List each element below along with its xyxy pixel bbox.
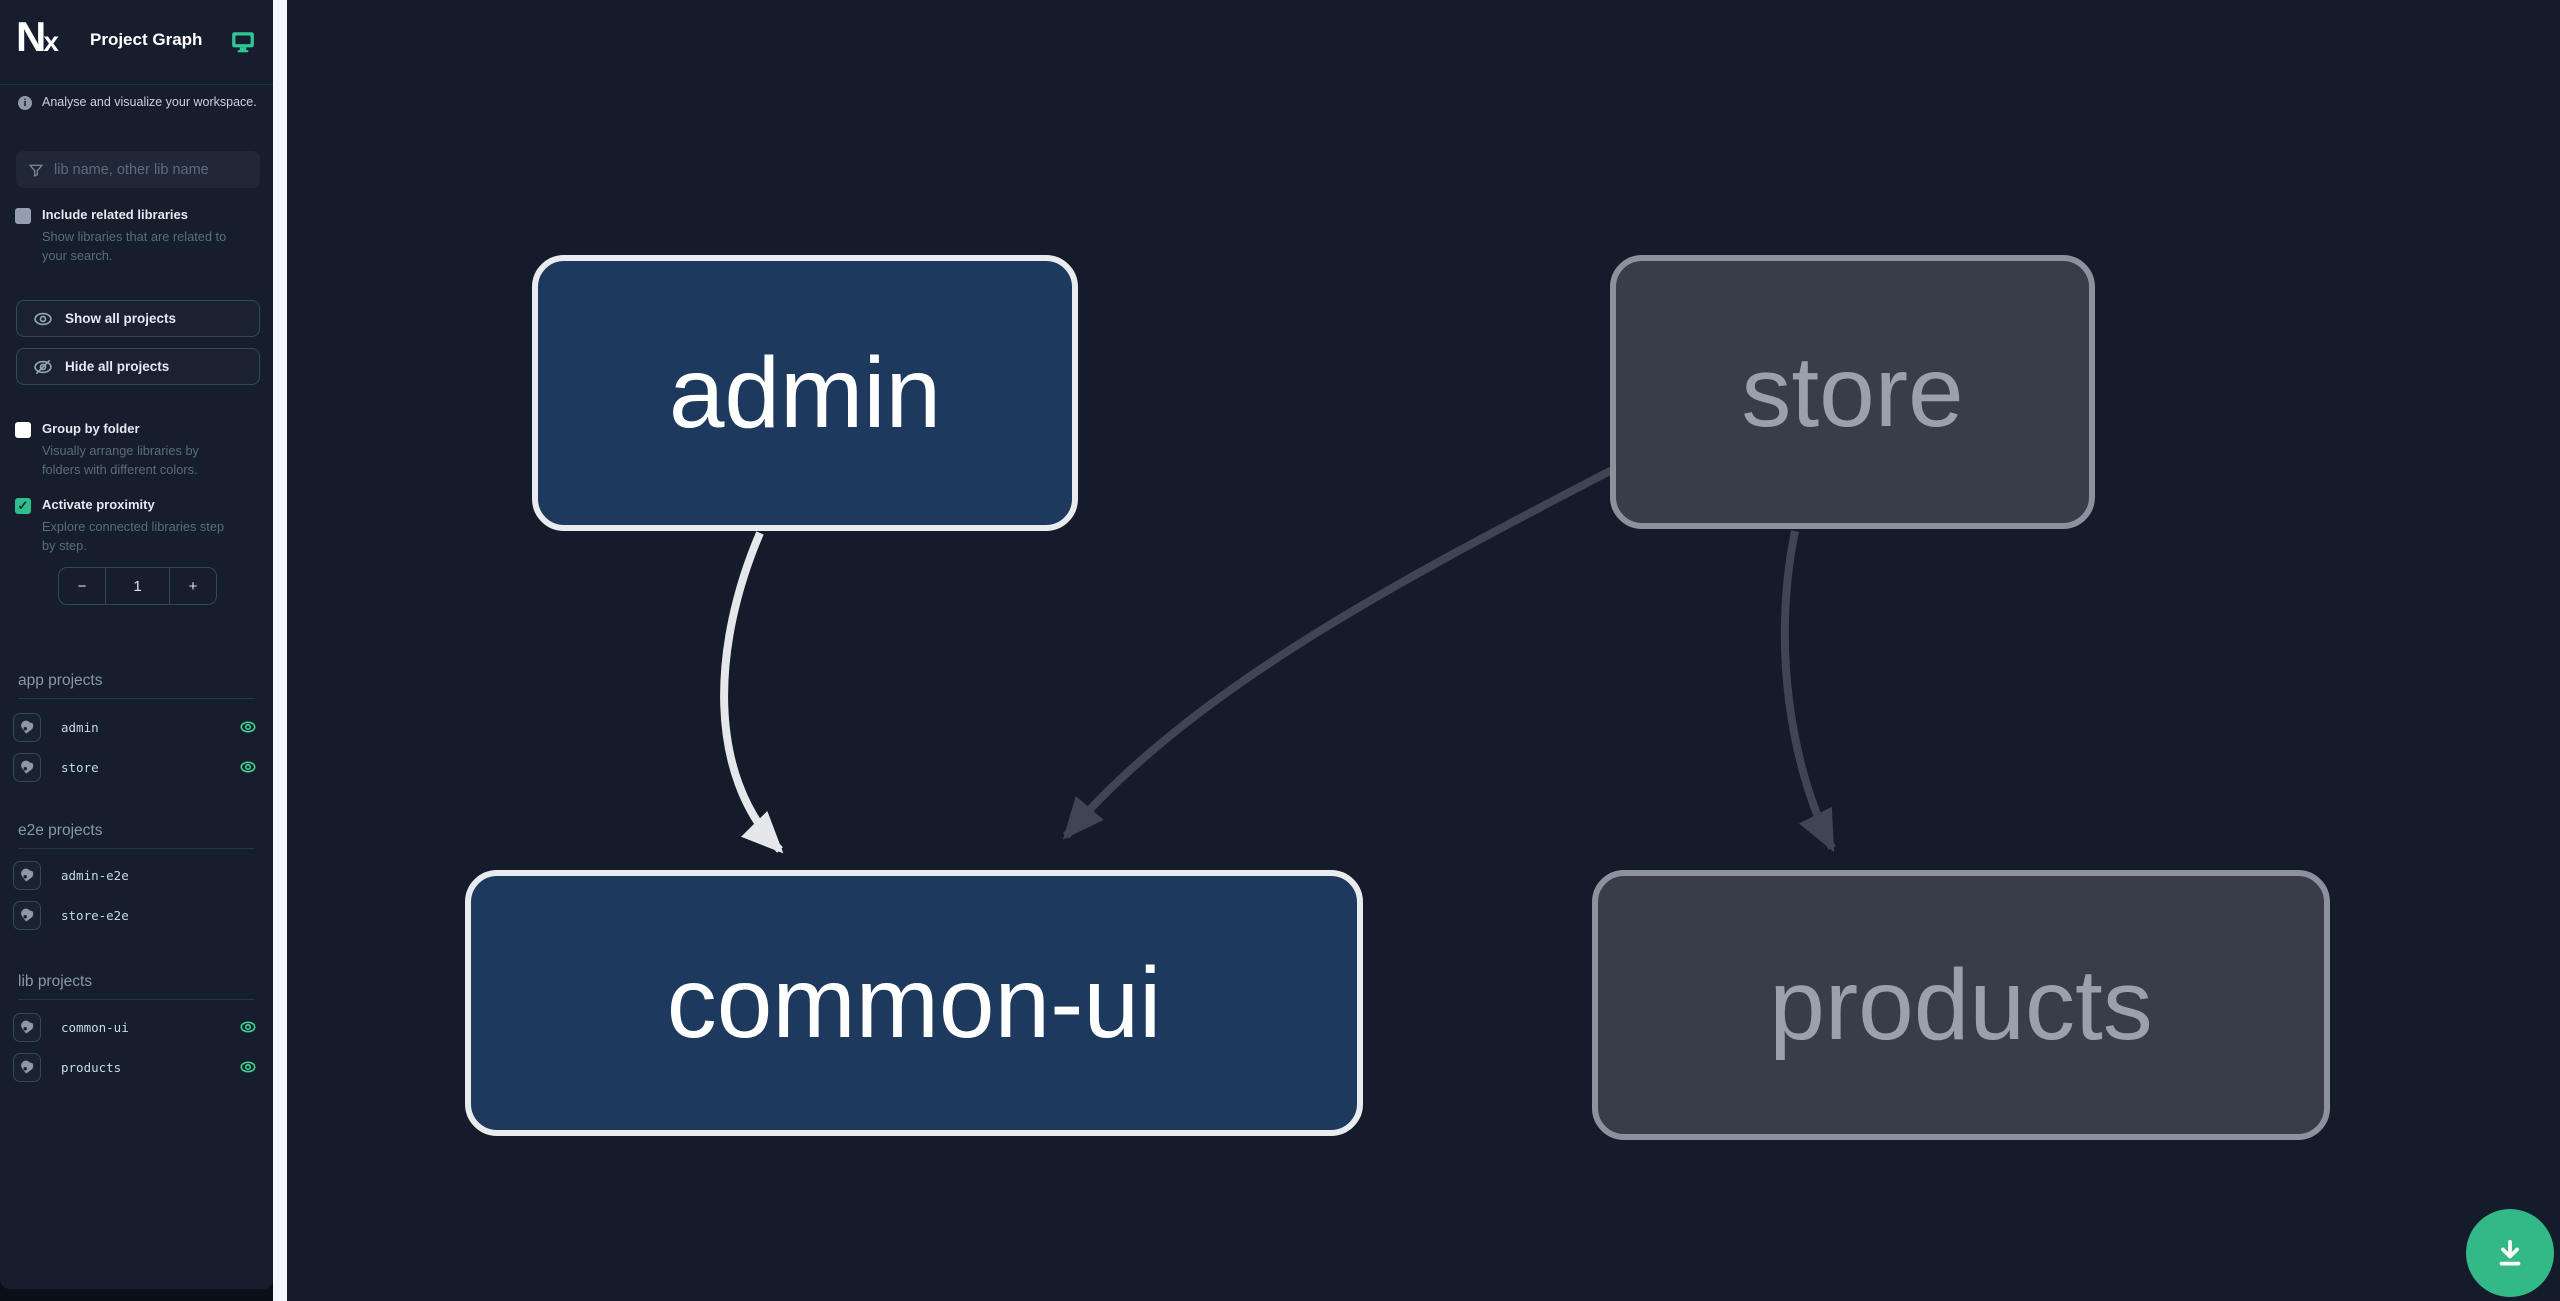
option-description: Visually arrange libraries by folders wi… [42, 443, 199, 477]
project-name: admin-e2e [61, 867, 129, 883]
workspace-tagline-row: i Analyse and visualize your workspace. [18, 95, 258, 110]
hide-all-projects-button[interactable]: Hide all projects [16, 348, 260, 385]
focus-project-button[interactable] [13, 1012, 41, 1042]
show-all-projects-button[interactable]: Show all projects [16, 300, 260, 337]
focus-project-button[interactable] [13, 900, 41, 930]
info-icon: i [18, 96, 32, 110]
monitor-icon[interactable] [230, 29, 256, 55]
node-label: store [1741, 336, 1964, 448]
project-row-admin: admin [13, 712, 257, 742]
graph-node-common-ui[interactable]: common-ui [465, 870, 1363, 1136]
graph-node-store[interactable]: store [1610, 255, 2095, 529]
section-header-e2e-projects: e2e projects [18, 822, 255, 849]
project-name: common-ui [61, 1019, 129, 1035]
option-label: Group by folder [42, 421, 140, 436]
proximity-stepper: − 1 + [58, 567, 217, 605]
project-name: store [61, 759, 99, 775]
option-label: Activate proximity [42, 497, 155, 512]
focus-pin-icon [21, 1020, 34, 1034]
eye-icon[interactable] [239, 1058, 257, 1076]
proximity-increment-button[interactable]: + [169, 568, 216, 604]
graph-node-products[interactable]: products [1592, 870, 2330, 1140]
sidebar-header: Nx Project Graph [0, 0, 273, 85]
option-include-related: Include related libraries Show libraries… [15, 206, 261, 265]
proximity-decrement-button[interactable]: − [59, 568, 106, 604]
download-graph-button[interactable] [2466, 1209, 2554, 1297]
eye-icon[interactable] [239, 1018, 257, 1036]
include-related-checkbox[interactable] [15, 208, 31, 224]
focus-pin-icon [21, 1060, 34, 1074]
show-all-projects-label: Show all projects [65, 311, 177, 326]
focus-project-button[interactable] [13, 752, 41, 782]
sidebar: Nx Project Graph i Analyse and visualize… [0, 0, 273, 1289]
project-row-admin-e2e: admin-e2e [13, 860, 257, 890]
project-row-store: store [13, 752, 257, 782]
focus-pin-icon [21, 720, 34, 734]
project-name: store-e2e [61, 907, 129, 923]
focus-pin-icon [21, 908, 34, 922]
focus-project-button[interactable] [13, 712, 41, 742]
option-description: Show libraries that are related to your … [42, 229, 227, 263]
focus-project-button[interactable] [13, 860, 41, 890]
funnel-icon [29, 164, 43, 177]
focus-pin-icon [21, 868, 34, 882]
graph-node-admin[interactable]: admin [532, 255, 1078, 531]
group-by-folder-checkbox[interactable] [15, 422, 31, 438]
eye-icon [34, 312, 52, 325]
project-row-store-e2e: store-e2e [13, 900, 257, 930]
option-description: Explore connected libraries step by step… [42, 519, 225, 553]
sidebar-resize-gutter[interactable] [273, 0, 287, 1301]
option-label: Include related libraries [42, 207, 188, 222]
section-header-lib-projects: lib projects [18, 973, 255, 1000]
focus-pin-icon [21, 760, 34, 774]
activate-proximity-checkbox[interactable]: ✓ [15, 498, 31, 514]
node-label: admin [668, 337, 942, 449]
node-label: common-ui [666, 947, 1162, 1059]
project-row-products: products [13, 1052, 257, 1082]
eye-icon[interactable] [239, 758, 257, 776]
node-label: products [1769, 949, 2153, 1061]
project-row-common-ui: common-ui [13, 1012, 257, 1042]
section-header-app-projects: app projects [18, 672, 255, 699]
project-name: admin [61, 719, 99, 735]
proximity-value: 1 [133, 577, 142, 595]
eye-icon[interactable] [239, 718, 257, 736]
eye-slash-icon [34, 359, 52, 374]
filter-search-box [16, 151, 260, 188]
search-input[interactable] [54, 161, 244, 178]
nx-logo: Nx [16, 13, 59, 60]
workspace-tagline: Analyse and visualize your workspace. [42, 95, 257, 109]
focus-project-button[interactable] [13, 1052, 41, 1082]
project-name: products [61, 1059, 122, 1075]
download-icon [2499, 1239, 2521, 1266]
option-group-by-folder: Group by folder Visually arrange librari… [15, 420, 261, 479]
option-activate-proximity: ✓ Activate proximity Explore connected l… [15, 496, 261, 555]
page-title: Project Graph [90, 30, 203, 49]
hide-all-projects-label: Hide all projects [65, 359, 170, 374]
